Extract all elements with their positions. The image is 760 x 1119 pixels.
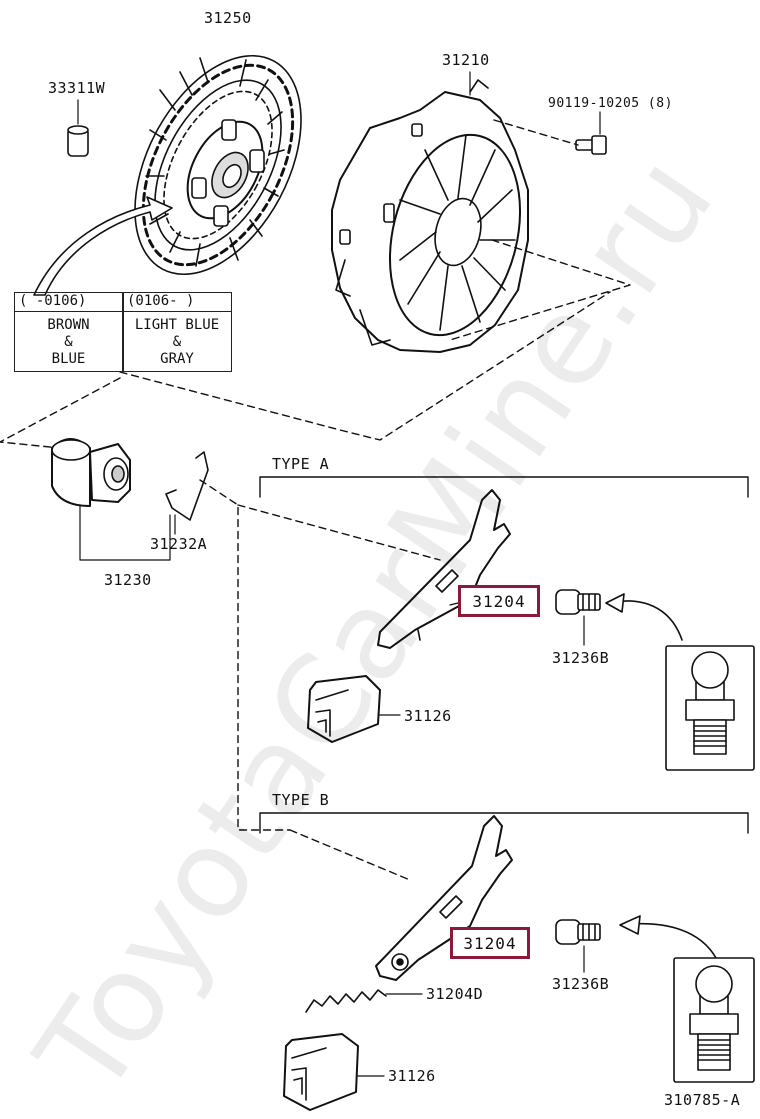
table-col2-line2: & [172,334,182,350]
release-fork-b-drawing [375,815,513,981]
label-31236b-b: 31236B [552,975,610,993]
label-31210: 31210 [442,51,490,69]
label-cover-bolt-number: 90119-10205 [548,96,640,111]
type-a-dashed [237,504,441,561]
clip-drawing [165,451,209,535]
label-cover-bolt-qty: (8) [647,96,673,111]
label-31204-b: 31204 [463,933,517,953]
release-bearing-drawing [51,438,171,561]
label-31204-a: 31204 [472,591,526,611]
section-type-a: TYPE A [272,455,330,473]
table-col1-line2: & [64,334,73,350]
label-31126-a: 31126 [404,707,452,725]
pivot-detail-b-drawing [673,957,755,1083]
table-col1-header: ( -0106) [19,293,87,309]
table-col2-header: (0106- ) [127,293,195,309]
dashed-guide-left [199,479,291,831]
label-31236b-a: 31236B [552,649,610,667]
highlight-31204-a[interactable]: 31204 [458,585,540,617]
label-90119-10205: 90119-10205 (8) [548,96,673,112]
label-31250: 31250 [204,9,252,27]
type-b-dashed [289,829,411,881]
boot-b-drawing [283,1033,385,1111]
label-31126-b: 31126 [388,1067,436,1085]
clutch-disc-drawing [134,54,302,276]
section-type-b: TYPE B [272,791,330,809]
label-31232a: 31232A [150,535,208,553]
pivot-b-drawing [555,915,717,973]
clutch-cover-drawing [331,71,529,353]
type-a-bracket [259,476,749,498]
table-col2-line1: LIGHT BLUE [134,317,220,333]
highlight-31204-b[interactable]: 31204 [450,927,530,959]
cover-bolt-drawing [575,111,607,155]
label-31204d: 31204D [426,985,484,1003]
pivot-detail-a-drawing [665,645,755,771]
disc-pointer-arrow [33,196,173,296]
disc-color-table: ( -0106) (0106- ) BROWN & BLUE LIGHT BLU… [14,292,232,372]
figure-id: 310785-A [664,1091,741,1109]
spring-drawing [305,989,423,1013]
label-31230: 31230 [104,571,152,589]
table-col2-line3: GRAY [160,351,194,367]
release-fork-a-drawing [377,489,511,649]
small-bushing-drawing [67,99,89,157]
table-col1-line1: BROWN [47,317,90,333]
pivot-a-drawing [555,589,683,646]
dashed-guides-top [0,119,631,449]
boot-a-drawing [307,675,401,743]
type-b-bracket [259,812,749,834]
table-col1-line3: BLUE [51,351,86,367]
label-33311w: 33311W [48,79,106,97]
